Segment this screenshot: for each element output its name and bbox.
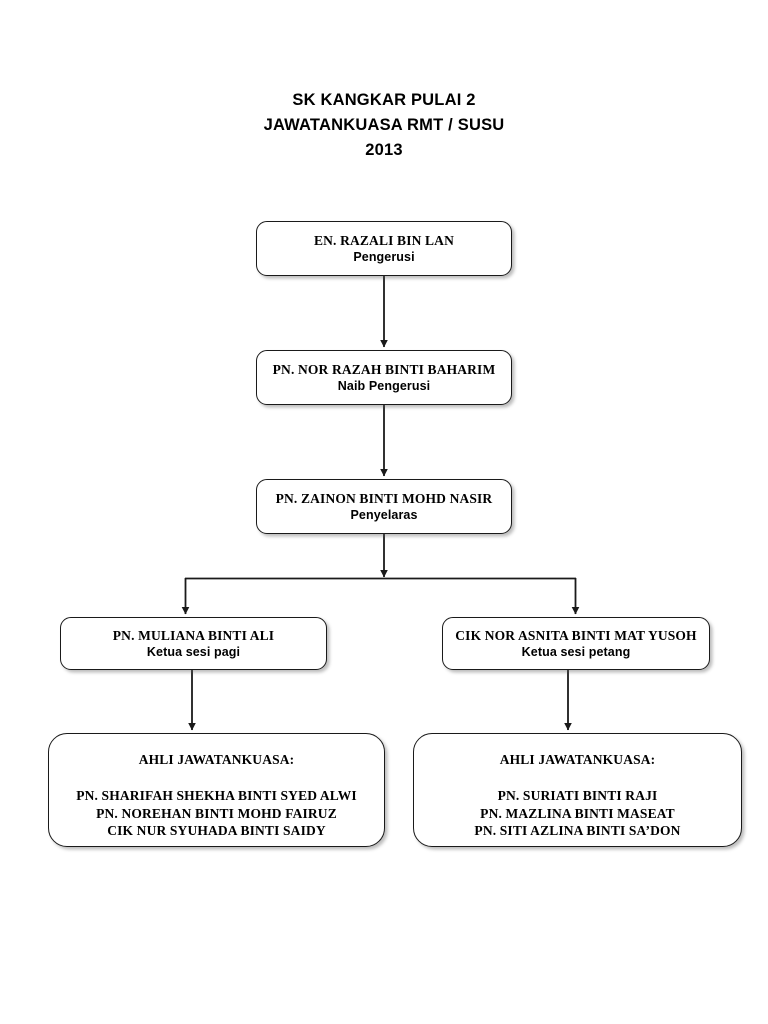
morning-members-names: PN. SHARIFAH SHEKHA BINTI SYED ALWI PN. … bbox=[76, 787, 357, 840]
chart-title: SK KANGKAR PULAI 2 JAWATANKUASA RMT / SU… bbox=[0, 88, 768, 163]
node-evening-members: AHLI JAWATANKUASA: PN. SURIATI BINTI RAJ… bbox=[413, 733, 742, 847]
node-vice-chairman-role: Naib Pengerusi bbox=[337, 378, 431, 393]
node-morning-members: AHLI JAWATANKUASA: PN. SHARIFAH SHEKHA B… bbox=[48, 733, 385, 847]
node-evening-head-role: Ketua sesi petang bbox=[521, 644, 631, 659]
evening-members-names: PN. SURIATI BINTI RAJI PN. MAZLINA BINTI… bbox=[474, 787, 680, 840]
node-evening-session-head: CIK NOR ASNITA BINTI MAT YUSOH Ketua ses… bbox=[442, 617, 710, 670]
node-chairman-name: EN. RAZALI BIN LAN bbox=[314, 232, 454, 248]
node-chairman: EN. RAZALI BIN LAN Pengerusi bbox=[256, 221, 512, 276]
list-item: CIK NUR SYUHADA BINTI SAIDY bbox=[107, 823, 326, 838]
evening-members-heading: AHLI JAWATANKUASA: bbox=[499, 752, 656, 767]
title-line-year: 2013 bbox=[365, 141, 403, 159]
list-item: PN. SURIATI BINTI RAJI bbox=[497, 788, 658, 803]
list-item: PN. NOREHAN BINTI MOHD FAIRUZ bbox=[96, 805, 337, 821]
node-vice-chairman: PN. NOR RAZAH BINTI BAHARIM Naib Pengeru… bbox=[256, 350, 512, 405]
morning-members-heading: AHLI JAWATANKUASA: bbox=[138, 752, 295, 767]
list-item: PN. SITI AZLINA BINTI SA’DON bbox=[474, 823, 681, 838]
node-coordinator-role: Penyelaras bbox=[350, 507, 418, 522]
node-coordinator-name: PN. ZAINON BINTI MOHD NASIR bbox=[275, 490, 493, 506]
title-line-school: SK KANGKAR PULAI 2 bbox=[292, 91, 476, 109]
node-morning-session-head: PN. MULIANA BINTI ALI Ketua sesi pagi bbox=[60, 617, 327, 670]
node-chairman-role: Pengerusi bbox=[353, 249, 415, 264]
node-vice-chairman-name: PN. NOR RAZAH BINTI BAHARIM bbox=[272, 361, 496, 377]
title-line-committee: JAWATANKUASA RMT / SUSU bbox=[263, 116, 505, 134]
node-evening-head-name: CIK NOR ASNITA BINTI MAT YUSOH bbox=[455, 627, 697, 643]
list-item: PN. SHARIFAH SHEKHA BINTI SYED ALWI bbox=[76, 788, 357, 803]
node-morning-head-role: Ketua sesi pagi bbox=[146, 644, 241, 659]
list-item: PN. MAZLINA BINTI MASEAT bbox=[480, 805, 675, 821]
node-coordinator: PN. ZAINON BINTI MOHD NASIR Penyelaras bbox=[256, 479, 512, 534]
node-morning-head-name: PN. MULIANA BINTI ALI bbox=[112, 627, 275, 643]
